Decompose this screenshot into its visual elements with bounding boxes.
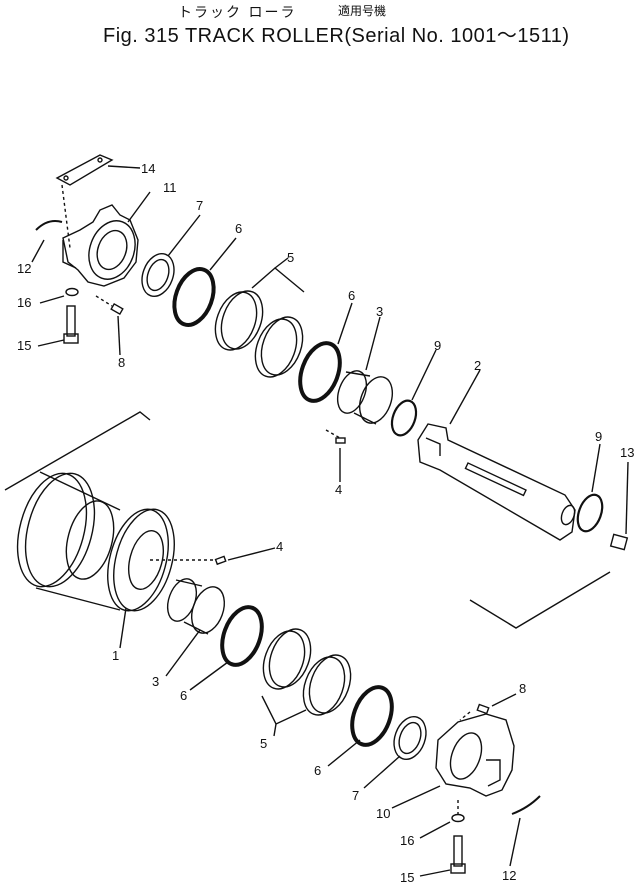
serial-range: (Serial No. 1001～1511) bbox=[344, 25, 570, 47]
part-labels: 14 11 7 6 5 12 16 6 3 15 9 2 8 9 13 4 4 … bbox=[17, 161, 634, 882]
label-15-upper: 15 bbox=[17, 338, 31, 353]
label-5-lower: 5 bbox=[260, 736, 267, 751]
label-9-upper: 9 bbox=[434, 338, 441, 353]
part-pin-4-upper bbox=[325, 429, 346, 482]
part-bolt-15-lower bbox=[419, 835, 466, 877]
label-9-right: 9 bbox=[595, 429, 602, 444]
label-16-lower: 16 bbox=[400, 833, 414, 848]
label-8-lower: 8 bbox=[519, 681, 526, 696]
label-7-lower: 7 bbox=[352, 788, 359, 803]
part-collar-7-upper bbox=[141, 214, 201, 298]
label-15-lower: 15 bbox=[400, 870, 414, 882]
part-bushing-3-lower bbox=[165, 578, 226, 677]
label-1: 1 bbox=[112, 648, 119, 663]
label-12-lower: 12 bbox=[502, 868, 516, 882]
label-3-upper: 3 bbox=[376, 304, 383, 319]
part-pin-8-lower bbox=[459, 693, 517, 721]
figure-name: TRACK ROLLER bbox=[184, 25, 345, 47]
label-2: 2 bbox=[474, 358, 481, 373]
label-6-a: 6 bbox=[235, 221, 242, 236]
label-4-upper: 4 bbox=[335, 482, 342, 497]
label-7-upper: 7 bbox=[196, 198, 203, 213]
group-bracket-upper bbox=[4, 411, 151, 491]
part-oring-9-upper bbox=[390, 349, 437, 437]
label-3-lower: 3 bbox=[152, 674, 159, 689]
label-6-d: 6 bbox=[314, 763, 321, 778]
part-pin-8-upper bbox=[95, 295, 124, 356]
label-12-upper: 12 bbox=[17, 261, 31, 276]
title-applicable-jp: 適用号機 bbox=[338, 4, 387, 18]
label-16-upper: 16 bbox=[17, 295, 31, 310]
title-japanese: トラック ローラ bbox=[178, 5, 297, 21]
part-clip-12-upper bbox=[35, 220, 63, 231]
label-10: 10 bbox=[376, 806, 390, 821]
part-housing-10-lower bbox=[391, 713, 515, 809]
part-oring-6-b bbox=[298, 302, 353, 403]
part-oring-6-a bbox=[172, 237, 237, 327]
part-plug-13 bbox=[609, 461, 629, 551]
part-washer-16-lower bbox=[451, 813, 465, 823]
label-14: 14 bbox=[141, 161, 155, 176]
label-8-upper: 8 bbox=[118, 355, 125, 370]
part-bolt-15-upper bbox=[37, 305, 79, 347]
part-pin-4-lower bbox=[214, 547, 276, 566]
part-oring-6-c bbox=[189, 605, 264, 691]
label-11: 11 bbox=[163, 180, 177, 195]
part-seal-5-lower bbox=[261, 628, 352, 737]
part-bushing-3-upper bbox=[336, 316, 394, 425]
label-4-lower: 4 bbox=[276, 539, 283, 554]
part-seal-5-upper bbox=[214, 257, 305, 378]
label-5-upper: 5 bbox=[287, 250, 294, 265]
label-13: 13 bbox=[620, 445, 634, 460]
label-6-b: 6 bbox=[348, 288, 355, 303]
part-roller-1 bbox=[16, 471, 215, 649]
group-bracket-lower bbox=[469, 571, 611, 629]
part-shaft-2 bbox=[417, 369, 576, 541]
part-washer-16-upper bbox=[65, 287, 79, 297]
part-clip-12-lower bbox=[511, 795, 541, 815]
part-oring-6-d bbox=[327, 685, 394, 767]
part-plate-14 bbox=[55, 154, 141, 249]
figure-number: Fig. 315 bbox=[103, 25, 180, 47]
part-collar-7-lower bbox=[363, 715, 427, 789]
label-6-c: 6 bbox=[180, 688, 187, 703]
figure-title: Fig. 315 TRACK ROLLER(Serial No. 1001～15… bbox=[103, 19, 570, 48]
part-oring-9-right bbox=[576, 443, 604, 533]
part-housing-11-upper bbox=[62, 191, 151, 287]
